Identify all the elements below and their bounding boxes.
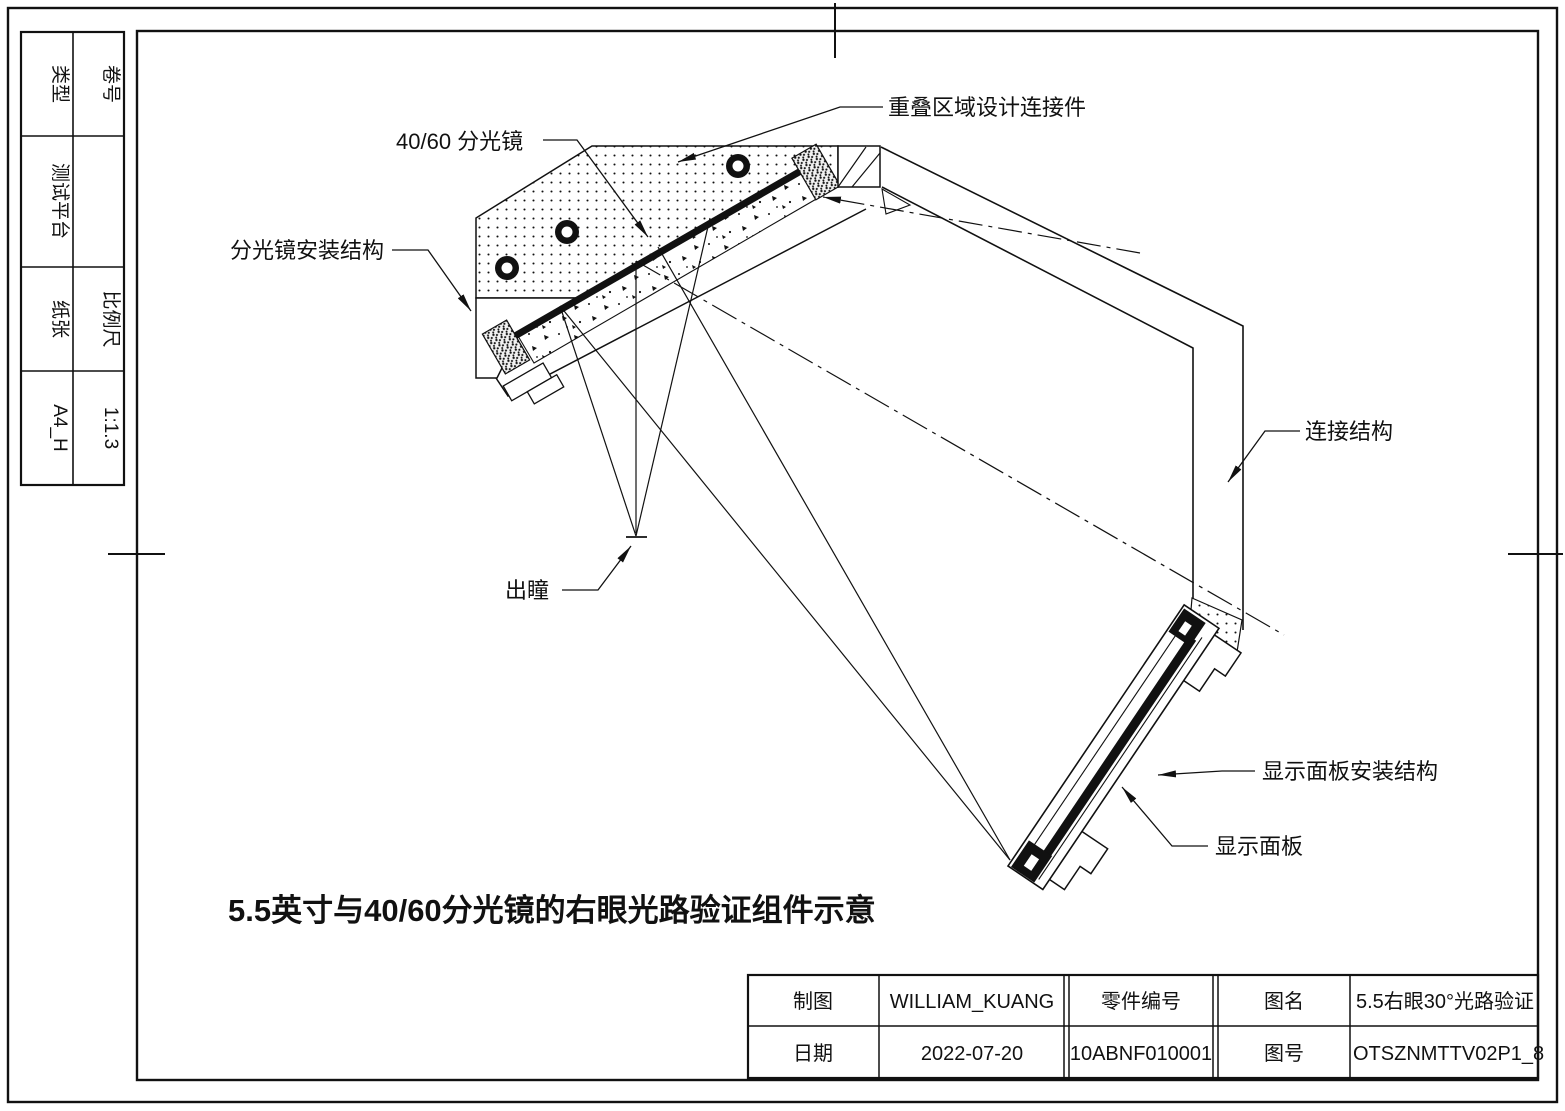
leader-connect-structure [1227, 430, 1300, 483]
arm-root-notch [881, 187, 912, 215]
panel-clamp-top-notch [1178, 621, 1192, 636]
title-table: 制图 WILLIAM_KUANG 零件编号 图名 5.5右眼30°光路验证 日期… [746, 973, 1544, 1080]
pupil-ray-right [635, 217, 711, 537]
drawing-name-value: 5.5右眼30°光路验证 [1356, 990, 1534, 1013]
date-value: 2022-07-20 [921, 1043, 1023, 1065]
annotation-leaders [392, 106, 1300, 847]
left-block-volume-label: 卷号 [100, 65, 122, 103]
leader-overlap-connector [677, 106, 883, 163]
drawing-caption: 5.5英寸与40/60分光镜的右眼光路验证组件示意 [228, 893, 876, 928]
left-block-paper-label: 纸张 [49, 300, 71, 338]
panel-frame-inner-line-2 [1038, 637, 1203, 880]
leader-beamsplitter [543, 139, 649, 238]
panel-clamp-bottom-notch [1023, 854, 1040, 871]
sheet-frame [6, 3, 1563, 1104]
beamsplitter-plate [506, 164, 808, 344]
optical-rays [559, 196, 1285, 861]
label-panel: 显示面板 [1215, 834, 1303, 859]
drawing-name-label: 图名 [1264, 990, 1304, 1013]
inner-frame [135, 29, 1540, 1082]
connector-pocket-detail [837, 146, 881, 188]
label-exit-pupil: 出瞳 [505, 578, 549, 603]
connecting-arm [880, 146, 1244, 630]
label-overlap-connector: 重叠区域设计连接件 [888, 95, 1086, 120]
overlap-connector-pocket [837, 145, 881, 188]
drawn-by-value: WILLIAM_KUANG [890, 991, 1054, 1013]
arm-axis-centerline [822, 196, 1141, 254]
label-splitter-mount: 分光镜安装结构 [230, 238, 384, 263]
arm-inner-edge [881, 186, 1194, 617]
left-block-row-dividers [21, 135, 124, 372]
pupil-ray-left [559, 305, 637, 537]
annotation-texts: 40/60 分光镜 重叠区域设计连接件 分光镜安装结构 出瞳 连接结构 显示面板… [228, 95, 1438, 928]
title-table-col-dividers [878, 975, 1351, 1078]
mount-lower-outline [495, 208, 867, 397]
left-block-scale-label: 比例尺 [100, 290, 122, 347]
leader-exit-pupil [562, 545, 632, 591]
drawing-no-value: OTSZNMTTV02P1_8 [1353, 1043, 1544, 1065]
date-label: 日期 [793, 1043, 833, 1065]
drawing-no-label: 图号 [1264, 1043, 1304, 1065]
beamsplitter-mount-assembly [475, 143, 912, 405]
arm-outer-edge [880, 146, 1244, 630]
part-no-value: 10ABNF010001 [1070, 1043, 1212, 1065]
left-block-platform-label: 测试平台 [49, 163, 71, 239]
splitter-clamp-lower [481, 319, 531, 375]
left-block-scale-value: 1:1.3 [100, 407, 121, 449]
panel-frame-inner-line-1 [1023, 617, 1188, 861]
panel-top-bracket [1183, 634, 1243, 693]
label-connect-structure: 连接结构 [1305, 419, 1393, 444]
part-no-label: 零件编号 [1101, 990, 1181, 1013]
optical-axis-centerline [635, 260, 1285, 636]
splitter-clamp-upper [791, 143, 841, 201]
leader-panel-mount [1157, 770, 1255, 778]
panel-bottom-bracket [1049, 830, 1109, 891]
label-beamsplitter: 40/60 分光镜 [396, 129, 523, 154]
leader-panel [1121, 786, 1208, 847]
left-block-type-label: 类型 [49, 65, 71, 103]
display-panel-assembly [1006, 603, 1243, 891]
mount-bottom-step-bracket [502, 362, 565, 405]
drawn-by-label: 制图 [793, 990, 833, 1013]
screw-holes [495, 154, 750, 280]
left-title-block: 类型 卷号 测试平台 纸张 比例尺 A4_H 1:1.3 [19, 30, 126, 487]
left-block-paper-value: A4_H [49, 404, 70, 452]
panel-ray-left [559, 305, 1011, 861]
label-panel-mount: 显示面板安装结构 [1262, 759, 1438, 784]
panel-ray-right [657, 246, 1011, 861]
leader-splitter-mount [392, 249, 472, 312]
display-panel-glass [1039, 635, 1197, 862]
